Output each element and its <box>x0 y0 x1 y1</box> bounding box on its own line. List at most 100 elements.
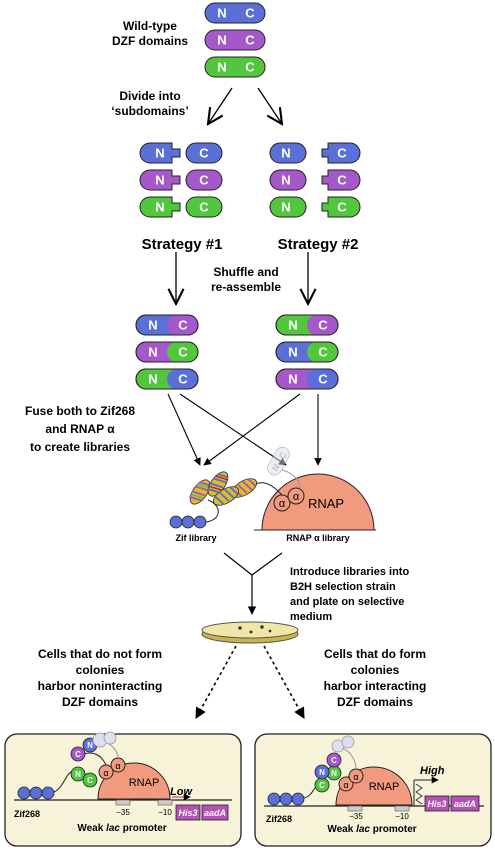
colony-label-4: DZF domains <box>337 695 413 709</box>
n-label: N <box>217 33 226 48</box>
colony-label-2: colonies <box>351 663 400 677</box>
divide-arrow-left <box>208 87 233 124</box>
high-label: High <box>420 765 445 777</box>
dzf-domain-purple: N C <box>204 29 266 51</box>
c-label: C <box>318 372 328 387</box>
introduce-label-2: B2H selection strain <box>290 581 396 593</box>
rnap-label: RNAP <box>129 777 160 789</box>
alpha-label: α <box>343 780 348 790</box>
rnap-library-illustration: RNAP α α N C <box>212 446 376 531</box>
c-label: C <box>199 173 209 188</box>
n-label: N <box>288 345 297 360</box>
c-label: C <box>331 756 337 765</box>
c-label: C <box>178 345 188 360</box>
c-label: C <box>75 750 81 759</box>
rnap-library-label: RNAP α library <box>286 533 349 543</box>
n-label: N <box>217 60 226 75</box>
c-label: C <box>318 345 328 360</box>
n-label: N <box>270 462 282 473</box>
c-label: C <box>178 318 188 333</box>
strategy2-label: Strategy #2 <box>278 236 359 253</box>
aada-label: aadA <box>454 799 476 809</box>
reassembled-strategy1: N C N C N C <box>135 314 199 390</box>
alpha-label: α <box>293 491 300 503</box>
weak-lac-promoter-label: Weak lac promoter <box>327 824 416 835</box>
n-label: N <box>288 372 297 387</box>
c-label: C <box>337 200 347 215</box>
c-label: C <box>199 146 209 161</box>
n-label: N <box>281 173 290 188</box>
reassembled-strategy2: N C N C N C <box>275 314 339 390</box>
zif-library-illustration <box>169 471 229 529</box>
no-colony-label-2: colonies <box>76 663 125 677</box>
fuse-arrow <box>203 393 301 466</box>
his3-label: His3 <box>178 808 197 818</box>
weak-lac-promoter-label: Weak lac promoter <box>77 823 166 834</box>
no-colony-label-4: DZF domains <box>62 695 138 709</box>
minus35-label: −35 <box>349 812 363 821</box>
dashed-arrow-left <box>195 645 237 719</box>
alpha-label: α <box>279 498 286 510</box>
c-label: C <box>245 60 255 75</box>
n-label: N <box>281 200 290 215</box>
c-label: C <box>337 146 347 161</box>
fuse-label-3: to create libraries <box>30 440 130 454</box>
c-label: C <box>318 318 328 333</box>
n-label: N <box>148 318 157 333</box>
zif268-label: Zif268 <box>14 809 40 819</box>
rnap-label: RNAP <box>369 781 400 793</box>
merge-line <box>251 552 283 576</box>
dzf-domain-green: N C <box>204 56 266 78</box>
n-label: N <box>217 6 226 21</box>
divide-label-2: ‘subdomains’ <box>111 104 188 118</box>
n-label: N <box>155 200 164 215</box>
fuse-arrow <box>167 393 201 466</box>
introduce-label-1: Introduce libraries into <box>290 566 409 578</box>
n-label: N <box>319 768 325 777</box>
n-label: N <box>155 173 164 188</box>
minus10-label: −10 <box>395 812 409 821</box>
introduce-label-4: medium <box>290 611 332 623</box>
merge-line <box>223 552 253 576</box>
no-colony-label-3: harbor noninteracting <box>38 679 163 693</box>
aada-label: aadA <box>204 808 226 818</box>
n-label: N <box>148 345 157 360</box>
minus10-label: −10 <box>158 808 172 817</box>
his3-label: His3 <box>427 799 446 809</box>
fuse-arrow <box>179 393 287 466</box>
dashed-arrow-right <box>263 645 305 719</box>
n-label: N <box>155 146 164 161</box>
c-label: C <box>178 372 188 387</box>
subdomains-strategy1: N N N C C C <box>139 142 223 218</box>
colony-label-3: harbor interacting <box>324 679 427 693</box>
n-label: N <box>331 769 337 778</box>
n-label: N <box>281 146 290 161</box>
n-label: N <box>148 372 157 387</box>
petri-dish <box>201 621 299 644</box>
c-label: C <box>199 200 209 215</box>
zif268-label: Zif268 <box>266 814 292 824</box>
alpha-label: α <box>115 761 120 771</box>
low-label: Low <box>170 786 193 798</box>
c-label: C <box>337 173 347 188</box>
no-colony-label-1: Cells that do not form <box>38 647 162 661</box>
c-label: C <box>319 781 325 790</box>
minus35-label: −35 <box>116 808 130 817</box>
subdomains-strategy2: N N N C C C <box>269 142 361 218</box>
c-label: C <box>277 450 289 461</box>
fuse-label-1: Fuse both to Zif268 <box>25 404 135 418</box>
wildtype-domains: N C N C N C <box>204 2 266 78</box>
zif-library-label: Zif library <box>175 533 216 543</box>
shuffle-label-2: re-assemble <box>211 280 281 294</box>
interacting-panel: C N N C RNAP α α High His3 aadA −35 −10 … <box>254 733 492 847</box>
rnap-label: RNAP <box>308 496 344 511</box>
c-label: C <box>87 776 93 785</box>
dzf-domain-blue: N C <box>204 2 266 24</box>
alpha-label: α <box>353 772 358 782</box>
wildtype-label-1: Wild-type <box>123 19 177 33</box>
noninteracting-panel: N C RNAP α α C N Low His3 aadA −35 −10 Z… <box>4 731 242 847</box>
n-label: N <box>87 741 93 750</box>
wildtype-label-2: DZF domains <box>112 34 188 48</box>
c-label: C <box>245 33 255 48</box>
